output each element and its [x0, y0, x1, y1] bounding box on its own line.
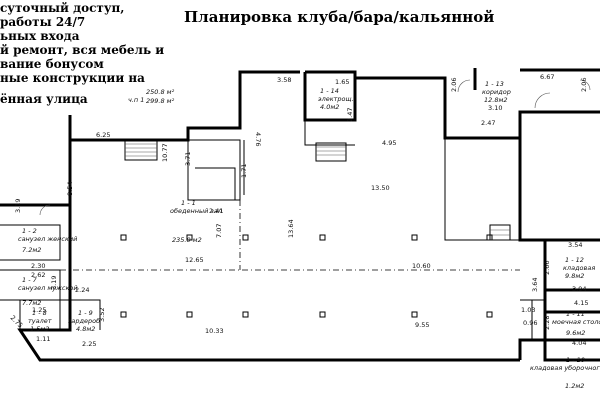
- dimension-label: 1.25: [32, 306, 46, 314]
- dimension-label: 1.11: [36, 335, 50, 343]
- dimension-label: 2.06: [450, 78, 458, 92]
- room-name: санузел мужской: [18, 284, 78, 292]
- room-name: туалет: [28, 317, 52, 325]
- room-area: 9.8м2: [565, 272, 584, 280]
- area-total-1: 250.8 м²: [146, 88, 175, 96]
- dimension-label: 10.60: [412, 262, 431, 270]
- dimension-label: 2.62: [31, 271, 45, 279]
- dimension-label: 2.28: [543, 316, 551, 330]
- note-line: й ремонт, вся мебель и: [0, 43, 164, 57]
- dimension-label: 6.67: [540, 73, 554, 81]
- dimension-label: 0.96: [523, 319, 537, 327]
- area-prefix: ч.п 1: [128, 96, 144, 104]
- dimension-label: 3.71: [184, 152, 192, 166]
- note-line: вание бонусом: [0, 57, 104, 71]
- plan-title: Планировка клуба/бара/кальянной: [184, 8, 494, 26]
- area-total-2: 299.8 м²: [146, 97, 175, 105]
- dimension-label: 1.65: [335, 78, 349, 86]
- room-name: моечная столовой посуды: [552, 318, 600, 326]
- notes-block: суточный доступ, работы 24/7 ьных входа …: [0, 1, 164, 106]
- room-number: 1 - 12: [565, 256, 584, 264]
- room-area: 7.7м2: [22, 299, 41, 307]
- dimension-label: 2.30: [31, 262, 45, 270]
- room-area: 7.2м2: [22, 246, 41, 254]
- dimension-label: 3.54: [568, 241, 582, 249]
- room-name: кладовая: [563, 264, 595, 272]
- dimension-label: 3.19: [14, 199, 22, 213]
- dimension-label: 1.71: [240, 164, 248, 178]
- room-number: 1 - 9: [78, 309, 93, 317]
- stairs-right: [489, 224, 511, 241]
- dimension-label: 3.64: [531, 278, 539, 292]
- room-number: 1 - 2: [22, 227, 37, 235]
- note-line: ьных входа: [0, 29, 80, 43]
- dimension-labels: 3.58 1.65 6.67 2.06 2.06 3.10 2.47 2.47 …: [9, 73, 589, 348]
- room-name: обеденный зал: [170, 207, 222, 215]
- dimension-label: 2.41: [209, 207, 223, 215]
- dimension-label: 10.33: [205, 327, 224, 335]
- room-name: коридор: [482, 88, 511, 96]
- room-area: 12.8м2: [484, 96, 508, 104]
- walls: [0, 68, 600, 362]
- stairs-left: [124, 139, 158, 161]
- dimension-label: 3.19: [50, 276, 58, 290]
- room-area: 4.8м2: [76, 325, 95, 333]
- note-line: ённая улица: [0, 92, 88, 106]
- dimension-label: 4.95: [382, 139, 396, 147]
- doors: [39, 79, 591, 216]
- note-line: ные конструкции на: [0, 71, 145, 85]
- room-number: 1 - 10: [566, 356, 585, 364]
- dimension-label: 2.47: [481, 119, 495, 127]
- room-number: 1 - 7: [22, 276, 38, 284]
- room-name: санузел женский: [18, 235, 77, 243]
- dimension-label: 13.64: [287, 219, 295, 238]
- room-number: 1 - 8: [32, 309, 47, 317]
- room-name: гардероб: [68, 317, 100, 325]
- dimension-label: 2.25: [82, 340, 96, 348]
- note-line: работы 24/7: [0, 15, 85, 29]
- dimension-label: 8.54: [66, 182, 74, 196]
- room-number: 1 - 14: [320, 87, 339, 95]
- dimension-label: 3.58: [277, 76, 291, 84]
- dimension-label: 2.24: [75, 286, 89, 294]
- room-area: 1.2м2: [565, 382, 584, 390]
- stairs-center: [315, 142, 347, 162]
- room-labels: 1 - 1 обеденный зал 235.0 м2 1 - 14 элек…: [18, 80, 600, 390]
- dimension-label: 3.10: [488, 104, 502, 112]
- room-name: кладовая уборочного инвентаря: [530, 364, 600, 372]
- room-area: 235.0 м2: [172, 236, 202, 244]
- dimension-label: 2.66: [543, 261, 551, 275]
- room-area: 1.5м2: [30, 325, 49, 333]
- dimension-label: 2.47: [346, 108, 354, 122]
- note-line: суточный доступ,: [0, 1, 125, 15]
- dimension-label: 6.25: [96, 131, 110, 139]
- dimension-label: 2.75: [9, 314, 25, 330]
- dimension-label: 4.04: [572, 339, 586, 347]
- columns: [120, 234, 493, 318]
- dimension-label: 4.15: [574, 299, 588, 307]
- room-number: 1 - 13: [485, 80, 504, 88]
- dimension-label: 2.06: [580, 78, 588, 92]
- dimension-label: 3.52: [98, 308, 106, 322]
- room-area: 9.6м2: [566, 329, 585, 337]
- dimension-label: 1.03: [521, 306, 535, 314]
- room-area: 4.0м2: [320, 103, 339, 111]
- dimension-label: 13.50: [371, 184, 390, 192]
- area-totals: ч.п 1 250.8 м² 299.8 м²: [128, 88, 175, 105]
- dimension-label: 9.55: [415, 321, 429, 329]
- room-name: электрощ.: [318, 95, 354, 103]
- room-number: 1 - 11: [566, 310, 585, 318]
- dimension-label: 3.94: [572, 285, 586, 293]
- dimension-label: 10.77: [161, 143, 169, 162]
- dimension-label: 7.07: [215, 224, 223, 238]
- dimension-label: 4.76: [254, 132, 262, 146]
- dimension-label: 12.65: [185, 256, 204, 264]
- room-number: 1 - 1: [181, 199, 196, 207]
